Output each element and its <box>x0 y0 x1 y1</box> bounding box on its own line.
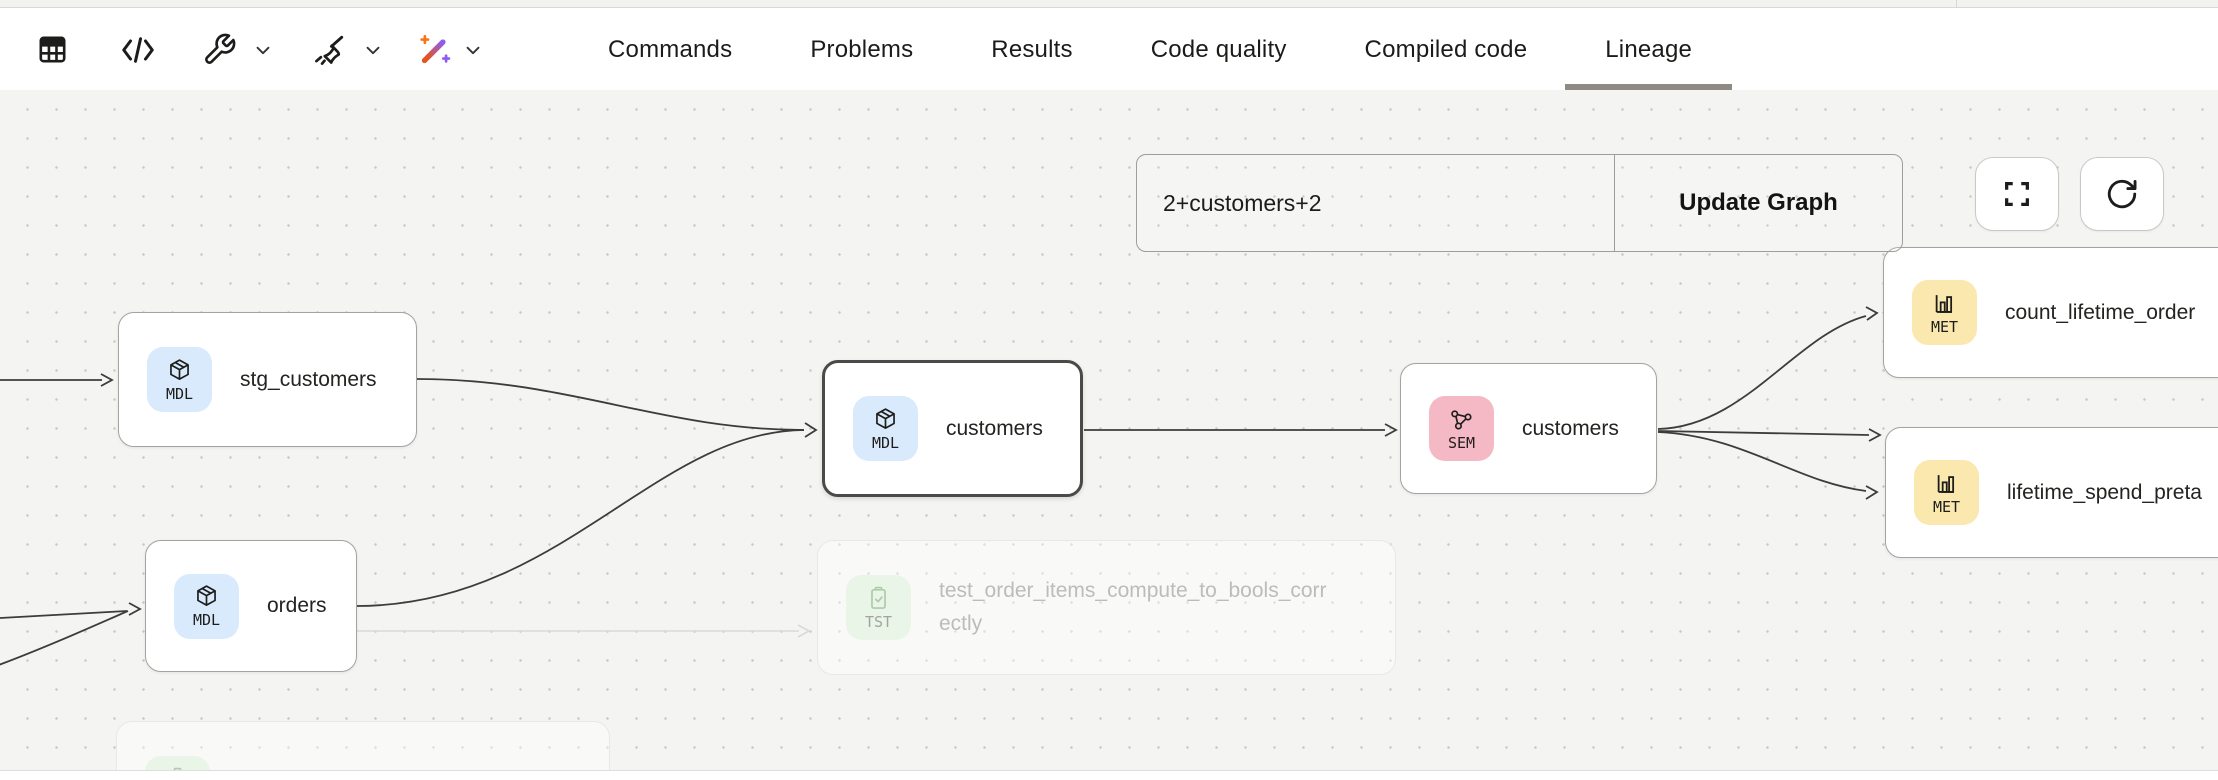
semantic-model-badge: SEM <box>1429 396 1494 461</box>
cube-icon <box>170 358 189 380</box>
panel-tabs: Commands Problems Results Code quality C… <box>608 9 1732 90</box>
lineage-node-lifetime-spend-pretax[interactable]: MET lifetime_spend_preta <box>1885 427 2218 558</box>
cube-icon <box>876 407 895 429</box>
update-graph-button[interactable]: Update Graph <box>1679 189 1838 216</box>
cube-icon <box>197 585 216 607</box>
metric-badge: MET <box>1912 280 1977 345</box>
node-label: stg_customers <box>240 367 377 391</box>
build-button[interactable] <box>202 9 237 90</box>
test-badge: TST <box>846 575 911 640</box>
node-label: orders <box>267 594 327 617</box>
refresh-icon <box>2107 179 2137 209</box>
code-button[interactable] <box>120 9 156 90</box>
tab-code-quality[interactable]: Code quality <box>1150 35 1287 63</box>
node-label: customers <box>946 416 1043 440</box>
filter-input-wrap <box>1137 155 1615 251</box>
tab-compiled-code[interactable]: Compiled code <box>1364 35 1528 63</box>
bar-chart-icon <box>1935 294 1953 313</box>
magic-wand-icon <box>420 34 451 63</box>
chevron-down-icon <box>256 46 270 54</box>
build-dropdown[interactable] <box>252 9 274 90</box>
broom-icon <box>315 35 344 65</box>
node-label: test_order_items_compute_to_bools_correc… <box>939 578 1327 635</box>
badge-label: MET <box>1930 317 1959 336</box>
wrench-icon <box>205 33 236 64</box>
lineage-node-orders[interactable]: MDL orders <box>145 540 357 672</box>
fit-view-button[interactable] <box>1975 157 2059 231</box>
lineage-node-count-lifetime-orders[interactable]: MET count_lifetime_order <box>1883 247 2218 378</box>
tab-commands[interactable]: Commands <box>608 35 733 63</box>
lineage-node-partial-test[interactable]: TST <box>116 721 610 770</box>
model-badge: MDL <box>853 396 918 461</box>
model-badge: MDL <box>174 573 239 639</box>
test-badge: TST <box>145 756 210 770</box>
ai-assist-dropdown[interactable] <box>462 9 484 90</box>
tab-lineage[interactable]: Lineage <box>1565 9 1732 90</box>
bar-chart-icon <box>1937 474 1955 493</box>
badge-label: MDL <box>165 384 194 403</box>
chevron-down-icon <box>366 46 380 54</box>
top-edge-divider <box>1956 0 1957 8</box>
model-badge: MDL <box>147 347 212 412</box>
badge-label: MDL <box>871 433 900 452</box>
badge-label: MDL <box>192 611 221 629</box>
lineage-node-customers-model[interactable]: MDL customers <box>822 360 1083 497</box>
badge-label: TST <box>864 612 893 631</box>
lineage-canvas[interactable]: MDL stg_customers MDL orders MDL custome… <box>0 90 2218 770</box>
share-network-icon <box>1451 409 1472 430</box>
lineage-node-customers-semantic[interactable]: SEM customers <box>1400 363 1657 494</box>
lineage-filter-bar: Update Graph <box>1136 154 1903 252</box>
node-label: lifetime_spend_preta <box>2007 480 2202 504</box>
panel-top-edge <box>0 0 2218 8</box>
lineage-filter-input[interactable] <box>1137 189 1614 217</box>
lineage-edges <box>0 306 1882 666</box>
clipboard-check-icon <box>171 767 184 770</box>
metric-badge: MET <box>1914 460 1979 525</box>
clean-dropdown[interactable] <box>362 9 384 90</box>
lineage-toolbar: Commands Problems Results Code quality C… <box>0 9 2218 90</box>
ai-assist-button[interactable] <box>416 9 454 90</box>
lineage-node-test-order-items[interactable]: TST test_order_items_compute_to_bools_co… <box>817 540 1396 675</box>
clipboard-check-icon <box>871 586 886 609</box>
code-icon <box>122 36 154 63</box>
clean-button[interactable] <box>310 9 348 90</box>
panel-bottom-edge <box>0 770 2218 780</box>
lineage-node-stg-customers[interactable]: MDL stg_customers <box>118 312 417 447</box>
fullscreen-icon <box>2005 182 2029 206</box>
refresh-button[interactable] <box>2080 157 2164 231</box>
tab-problems[interactable]: Problems <box>810 35 914 63</box>
badge-label: MET <box>1932 497 1961 516</box>
table-icon <box>39 36 66 63</box>
node-label: count_lifetime_order <box>2005 300 2196 324</box>
badge-label: SEM <box>1447 433 1476 452</box>
tab-results[interactable]: Results <box>991 35 1073 63</box>
node-label: customers <box>1522 416 1619 440</box>
table-button[interactable] <box>36 9 69 90</box>
chevron-down-icon <box>466 46 480 54</box>
